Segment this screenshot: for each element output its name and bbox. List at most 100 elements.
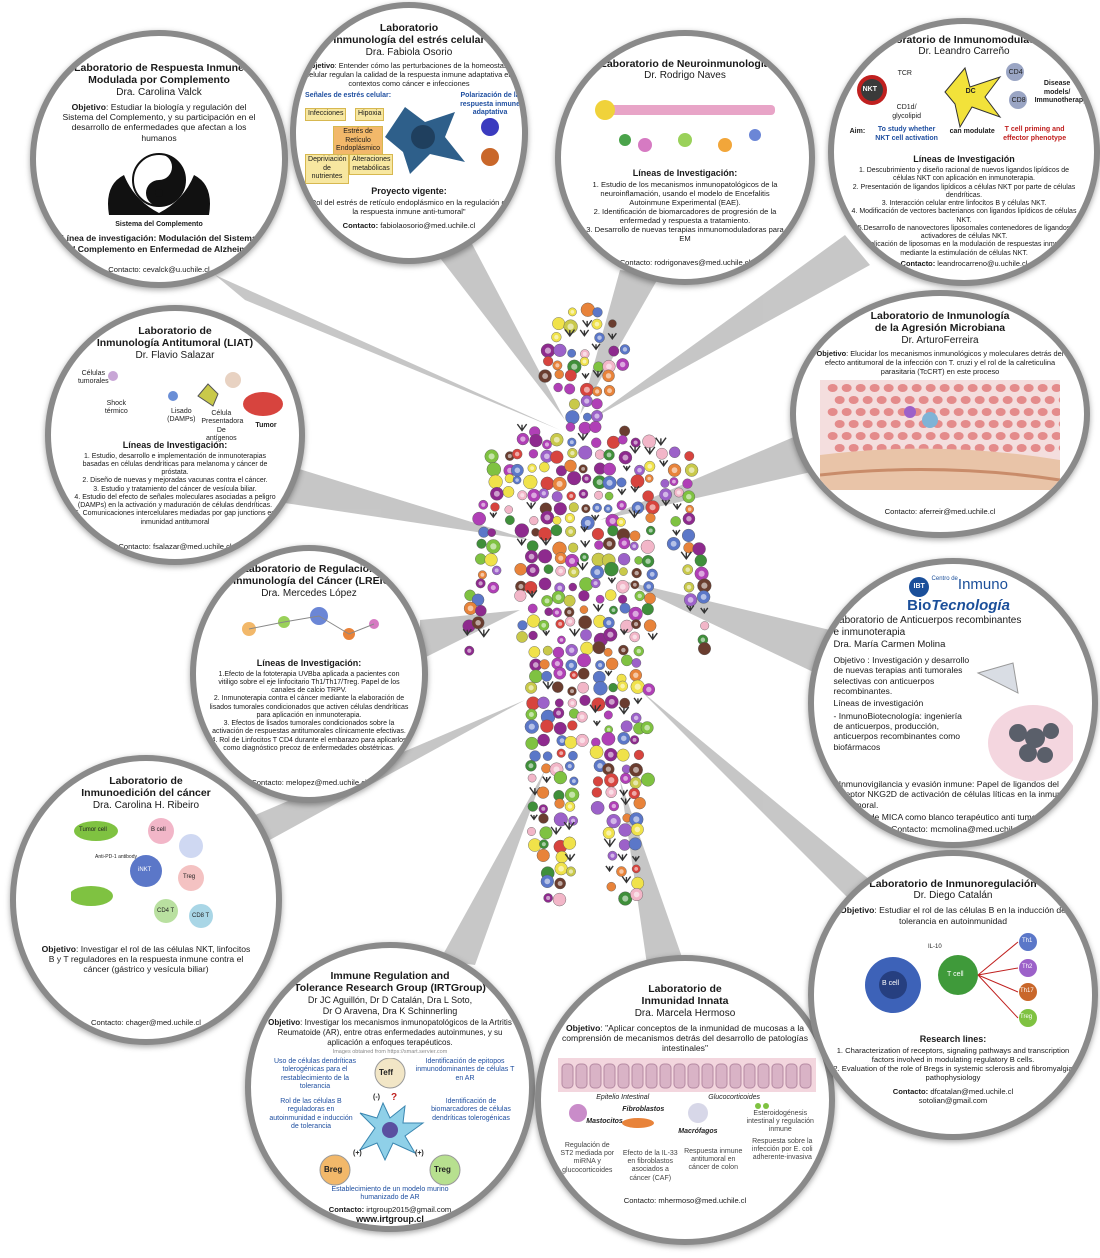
contact: Contacto: fsalazar@med.uchile.cl (118, 541, 232, 551)
immune-cell (684, 451, 695, 461)
cell-nucleus (520, 436, 526, 442)
immune-cell (700, 621, 710, 631)
contact-email[interactable]: chager@med.uchile.cl (125, 1017, 201, 1027)
cell-nucleus (618, 519, 624, 525)
contact: Contacto: fabiolaosorio@med.uchile.cl (342, 221, 476, 231)
cell-nucleus (515, 478, 519, 482)
immune-cell (544, 607, 553, 616)
website-link[interactable]: www.irtgroup.cl (356, 1213, 424, 1224)
red-blood-cell (1009, 408, 1020, 417)
cell-nucleus (700, 594, 707, 600)
contact-email[interactable]: rodrigonaves@med.uchile.cl (654, 257, 751, 267)
immune-cell (551, 491, 563, 503)
red-blood-cell (1058, 445, 1060, 452)
cell-nucleus (620, 683, 625, 689)
cell-nucleus (595, 505, 600, 510)
line-3: - Estudio de MICA como blanco terapéutic… (833, 812, 1047, 823)
caption-il33: Efecto de la IL-33 en fibroblastos asoci… (622, 1149, 678, 1182)
red-blood-cell (1051, 432, 1060, 441)
cell-nucleus (520, 493, 525, 498)
immune-cell (516, 631, 528, 643)
lines-heading: Líneas de Investigación (913, 154, 1015, 165)
red-blood-cell (869, 384, 880, 393)
cell-nucleus (633, 891, 640, 898)
cell-nucleus (571, 363, 578, 370)
red-blood-cell (953, 384, 964, 393)
cell-nucleus (557, 585, 563, 591)
cell-nucleus (478, 581, 483, 586)
antibody-mark (619, 789, 629, 797)
tag-infecciones: Infecciones (305, 108, 347, 121)
lreic-illustration (242, 606, 379, 640)
immune-cell (540, 476, 555, 491)
contact-email[interactable]: irtgroup2015@gmail.com (366, 1204, 452, 1214)
antibody-mark (542, 776, 552, 784)
red-blood-cell (876, 396, 887, 405)
cell-nucleus (687, 596, 694, 603)
contact-email[interactable]: melopez@med.uchile.cl (285, 777, 367, 787)
contact-email[interactable]: dfcatalan@med.uchile.cl (930, 1086, 1014, 1096)
cell-nucleus (507, 454, 512, 459)
cell-nucleus (594, 569, 601, 576)
antibody-mark (605, 865, 614, 873)
lab-title: Laboratorio de Neuroinmunología (600, 58, 770, 70)
cell-nucleus (567, 619, 573, 624)
contact-email[interactable]: mcmolina@med.uchile.cl (930, 824, 1026, 835)
immune-cell (514, 589, 527, 602)
label-cd8t: CD8 T (192, 912, 210, 919)
cell-nucleus (645, 558, 651, 564)
contact-email[interactable]: cevalck@u.uchile.cl (142, 264, 210, 274)
contact-email[interactable]: mhermoso@med.uchile.cl (658, 1195, 747, 1205)
immune-cell (577, 681, 589, 694)
lab-objective: Objetivo: Investigar el rol de las célul… (41, 943, 251, 975)
immune-cell (484, 553, 498, 567)
immune-cell (537, 549, 553, 564)
cell-nucleus (610, 853, 615, 858)
cell-nucleus (490, 585, 496, 591)
breg-illustration (865, 933, 1037, 1027)
immune-cell (554, 369, 564, 379)
line-3: 3. Interacción celular entre linfocitos … (881, 200, 1047, 208)
contact-email[interactable]: leandrocarreno@u.uchile.cl (937, 258, 1028, 268)
antibody-mark (633, 697, 643, 705)
ibt-logo: IBT Centro deInmuno BioTecnología (907, 576, 1010, 614)
liat-label-tumor: Tumor (255, 421, 277, 429)
immune-cell (528, 646, 541, 658)
contact-email[interactable]: aferreir@med.uchile.cl (919, 506, 996, 516)
lab-director: Dr. Rodrigo Naves (644, 70, 726, 82)
antibody-mark (590, 514, 600, 522)
contact-email[interactable]: fsalazar@med.uchile.cl (153, 541, 232, 551)
immune-cell (592, 307, 603, 318)
immune-cell (603, 647, 613, 657)
line-1: 1. Estudio de los mecanismos inmunopatol… (592, 180, 778, 208)
ray-irtgroup (440, 770, 545, 965)
contact: Contacto: leandrocarreno@u.uchile.cl (900, 258, 1028, 268)
tag-alteraciones: Alteraciones metabólicas (349, 154, 394, 176)
antibody-mark (592, 720, 601, 727)
cell-nucleus (606, 830, 612, 836)
label-th2: Th2 (1022, 964, 1033, 970)
cell-nkt: NKT (862, 86, 877, 94)
cell-nucleus (558, 865, 564, 872)
contact-email-2[interactable]: sotolian@gmail.com (918, 1095, 988, 1105)
immune-cell (633, 749, 645, 760)
red-blood-cell (904, 396, 915, 405)
antibody-mark (579, 329, 590, 337)
contact-email[interactable]: fabiolaosorio@med.uchile.cl (380, 221, 476, 231)
immune-cell (618, 594, 628, 604)
immune-cell (527, 603, 538, 614)
lab-director: Dr. Diego Catalán (913, 890, 993, 902)
antibody-mark (661, 499, 671, 507)
cell-nucleus (582, 359, 587, 364)
cell-nucleus (676, 490, 681, 495)
immune-cell (595, 594, 605, 604)
lab-objective: Objetivo: Estudiar la biología y regulac… (62, 101, 256, 143)
cell-nucleus (541, 806, 546, 811)
irt-plus-left: (+) (353, 1149, 362, 1157)
cell-nucleus (544, 453, 550, 460)
red-blood-cell (1009, 384, 1020, 393)
immune-cell (538, 527, 552, 541)
immune-cell (543, 564, 554, 574)
